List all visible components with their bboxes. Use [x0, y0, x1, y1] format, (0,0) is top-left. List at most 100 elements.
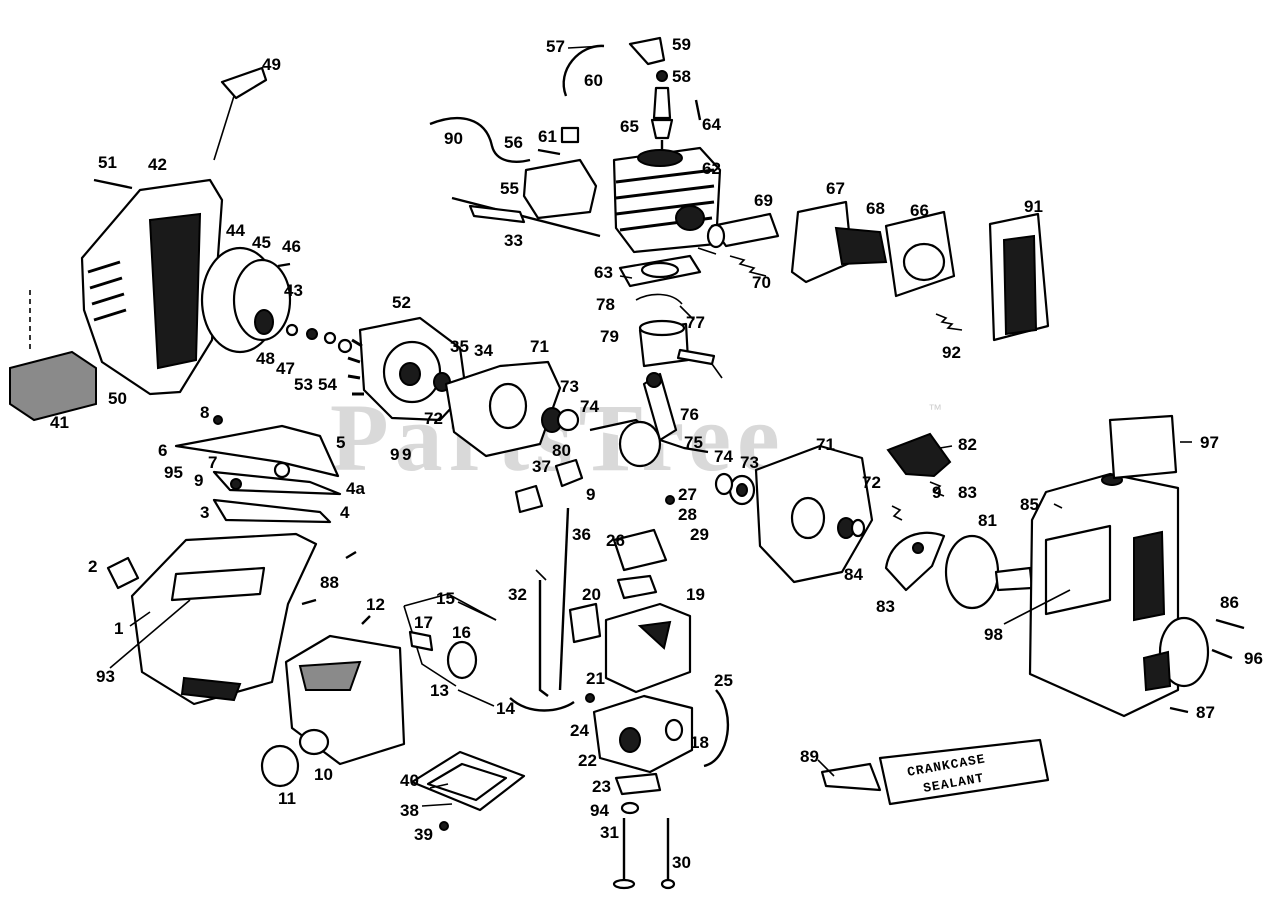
starter-housing: [80, 178, 224, 396]
callout-2: 2: [88, 557, 97, 576]
small-hardware-left: [93, 178, 353, 354]
callout-13: 13: [430, 681, 449, 700]
callout-15: 15: [436, 589, 455, 608]
callout-71-a: 71: [530, 337, 549, 356]
callout-12: 12: [366, 595, 385, 614]
callout-19: 19: [686, 585, 705, 604]
callout-58: 58: [672, 67, 691, 86]
callout-88: 88: [320, 573, 339, 592]
callout-87: 87: [1196, 703, 1215, 722]
callout-91: 91: [1024, 197, 1043, 216]
callout-72-b: 72: [862, 473, 881, 492]
piston-ring: [635, 293, 683, 305]
callout-33: 33: [504, 231, 523, 250]
callout-9-b: 9: [586, 485, 595, 504]
handle-cap: [106, 556, 140, 590]
callout-6: 6: [158, 441, 167, 460]
housing-screws: [1169, 618, 1245, 714]
callout-66: 66: [910, 201, 929, 220]
callout-11: 11: [278, 789, 296, 808]
clutch-shoes: [884, 531, 946, 592]
lower-guard-housing: [130, 532, 318, 706]
carburetor-linkage: [535, 507, 570, 697]
callout-80: 80: [552, 441, 571, 460]
callout-34: 34: [474, 341, 493, 360]
callout-16: 16: [452, 623, 471, 642]
callout-77: 77: [686, 313, 705, 332]
callout-39: 39: [414, 825, 433, 844]
leader-lines: [109, 45, 1192, 807]
cylinder-gasket: [618, 254, 702, 288]
callout-59: 59: [672, 35, 691, 54]
callout-25: 25: [714, 671, 733, 690]
callout-52: 52: [392, 293, 411, 312]
callout-24: 24: [570, 721, 589, 740]
ignition-wire: [429, 116, 531, 163]
muffler-spring: [697, 247, 767, 277]
callout-21: 21: [586, 669, 605, 688]
callout-26: 26: [606, 531, 625, 550]
callout-51: 51: [98, 153, 117, 172]
callout-99-second-digit: 9: [402, 445, 411, 464]
callout-32: 32: [508, 585, 527, 604]
callout-1: 1: [114, 619, 123, 638]
callout-65: 65: [620, 117, 639, 136]
callout-7: 7: [208, 453, 217, 472]
callout-72-a: 72: [424, 409, 443, 428]
callout-60: 60: [584, 71, 603, 90]
callout-47: 47: [276, 359, 295, 378]
callout-3: 3: [200, 503, 209, 522]
callout-44: 44: [226, 221, 245, 240]
callout-49: 49: [262, 55, 281, 74]
callout-84: 84: [844, 565, 863, 584]
callout-27: 27: [678, 485, 697, 504]
piston: [638, 319, 690, 368]
callout-8: 8: [200, 403, 209, 422]
fuel-loop: [703, 689, 729, 768]
muffler-cover: [988, 212, 1050, 342]
callout-70: 70: [752, 273, 771, 292]
callout-14: 14: [496, 699, 515, 718]
clutch-drum: [944, 534, 1034, 610]
callout-46: 46: [282, 237, 301, 256]
spark-arrestor: [884, 210, 956, 298]
spark-plug-wire: [562, 36, 668, 97]
callout-9-a: 9: [194, 471, 203, 490]
callout-93: 93: [96, 667, 115, 686]
muffler-shield: [790, 200, 888, 284]
muffler: [706, 212, 780, 249]
ignition-module: [522, 126, 598, 220]
callout-18: 18: [690, 733, 709, 752]
callout-63: 63: [594, 263, 613, 282]
callout-83-b: 83: [876, 597, 895, 616]
wrist-pin: [676, 348, 723, 379]
air-filter-sponge: [9, 290, 97, 422]
callout-85: 85: [1020, 495, 1039, 514]
callout-20: 20: [582, 585, 601, 604]
callout-4a: 4a: [346, 479, 365, 498]
trigger-lever-assembly: [174, 415, 342, 524]
crankshaft: [589, 372, 709, 468]
callout-73-b: 73: [740, 453, 759, 472]
callout-81: 81: [978, 511, 997, 530]
callout-68: 68: [866, 199, 885, 218]
callout-74-a: 74: [580, 397, 599, 416]
carb-hardware: [585, 495, 676, 890]
callout-9-c: 9: [932, 483, 941, 502]
intake-gasket: [612, 528, 668, 600]
gasket-plate: [410, 750, 526, 831]
callout-41: 41: [50, 413, 69, 432]
callout-74-b: 74: [714, 447, 733, 466]
crankcase-left: [444, 360, 580, 458]
callout-75: 75: [684, 433, 703, 452]
clutch-housing: [1028, 472, 1210, 718]
callout-76: 76: [680, 405, 699, 424]
callout-48: 48: [256, 349, 275, 368]
callout-5: 5: [336, 433, 345, 452]
callout-99: 9: [390, 445, 399, 464]
callout-53: 53: [294, 375, 313, 394]
callout-30: 30: [672, 853, 691, 872]
spark-plug: [650, 86, 702, 152]
watermark-trademark: ™: [928, 401, 942, 417]
starter-handle: [213, 66, 268, 161]
